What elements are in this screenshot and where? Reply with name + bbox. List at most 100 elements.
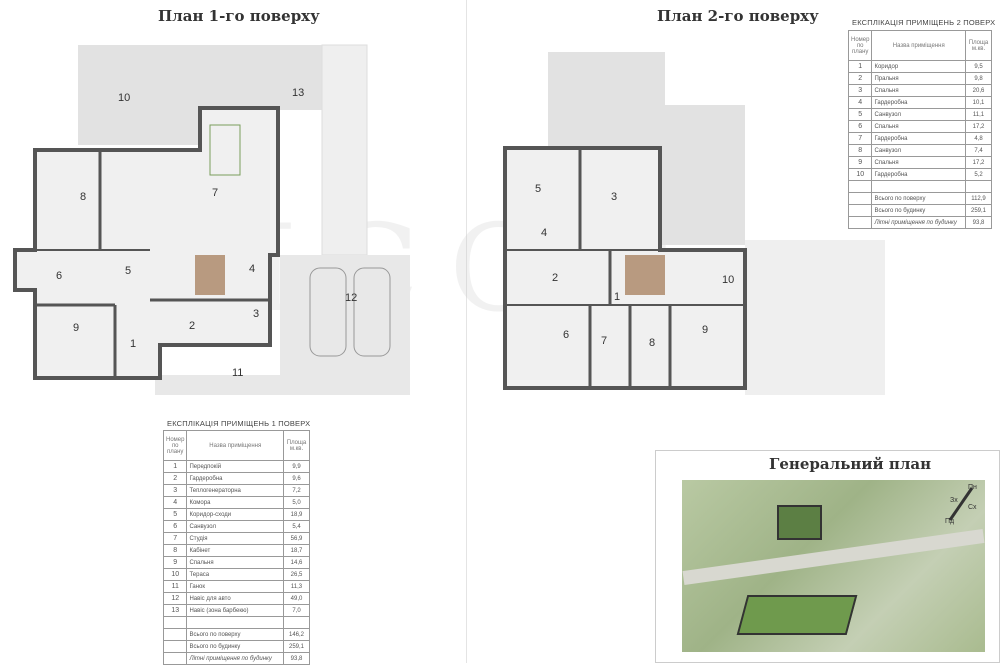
room-number: 13 <box>292 87 304 99</box>
room-number: 9 <box>702 324 708 336</box>
room-name-cell: Тераса <box>186 568 284 581</box>
area-cell: 9,5 <box>965 60 992 73</box>
total-value: 146,2 <box>283 628 310 641</box>
room-number: 8 <box>80 191 86 203</box>
table1-caption: ЕКСПЛІКАЦІЯ ПРИМІЩЕНЬ 1 ПОВЕРХ <box>167 419 311 428</box>
header-cell: Номер по плану <box>162 430 188 461</box>
room-number-cell: 10 <box>847 168 873 181</box>
room-number-cell: 10 <box>162 568 188 581</box>
total-value: 93,8 <box>965 216 992 229</box>
header-cell: Площа м.кв. <box>965 30 992 61</box>
room-number: 5 <box>125 265 131 277</box>
room-name-cell: Передпокій <box>186 460 284 473</box>
room-number-cell: 8 <box>162 544 188 557</box>
room-number: 2 <box>552 272 558 284</box>
room-number: 9 <box>73 322 79 334</box>
area-cell: 9,8 <box>965 72 992 85</box>
room-number: 8 <box>649 337 655 349</box>
room-number-cell: 2 <box>162 472 188 485</box>
area-cell: 49,0 <box>283 592 310 605</box>
room-number: 4 <box>541 227 547 239</box>
room-number-cell: 5 <box>162 508 188 521</box>
room-name-cell: Спальня <box>871 156 966 169</box>
total-label: Всього по поверху <box>186 628 284 641</box>
header-cell: Назва приміщення <box>186 430 284 461</box>
total-value: 259,1 <box>965 204 992 217</box>
room-number-cell: 11 <box>162 580 188 593</box>
room-name-cell: Теплогенераторна <box>186 484 284 497</box>
area-cell: 4,8 <box>965 132 992 145</box>
room-number-cell: 7 <box>162 532 188 545</box>
plan2-drawing <box>503 52 885 395</box>
room-number-cell: 6 <box>847 120 873 133</box>
room-number: 7 <box>212 187 218 199</box>
room-name-cell: Пральня <box>871 72 966 85</box>
site-plan-aerial-image <box>682 480 985 652</box>
room-number: 4 <box>249 263 255 275</box>
total-value: 112,9 <box>965 192 992 205</box>
room-number: 2 <box>189 320 195 332</box>
room-number-cell: 4 <box>162 496 188 509</box>
area-cell: 7,2 <box>283 484 310 497</box>
plan1-drawing <box>13 44 410 395</box>
page-divider <box>466 0 467 663</box>
area-cell: 14,6 <box>283 556 310 569</box>
area-cell: 7,0 <box>283 604 310 617</box>
room-number: 1 <box>130 338 136 350</box>
plan1-title: План 1-го поверху <box>158 7 320 25</box>
room-number-cell: 12 <box>162 592 188 605</box>
site-plan-title: Генеральний план <box>769 455 932 473</box>
room-name-cell: Комора <box>186 496 284 509</box>
area-cell: 11,1 <box>965 108 992 121</box>
room-number-cell: 13 <box>162 604 188 617</box>
room-name-cell: Гардеробна <box>871 96 966 109</box>
room-number: 1 <box>614 291 620 303</box>
room-name-cell: Гардеробна <box>871 132 966 145</box>
plan2-title: План 2-го поверху <box>657 7 819 25</box>
header-cell: Номер по плану <box>847 30 873 61</box>
room-number-cell: 8 <box>847 144 873 157</box>
room-number: 10 <box>722 274 734 286</box>
total-value: 259,1 <box>283 640 310 653</box>
area-cell: 17,2 <box>965 120 992 133</box>
total-label: Всього по будинку <box>871 204 966 217</box>
room-number-cell: 9 <box>162 556 188 569</box>
header-cell: Площа м.кв. <box>283 430 310 461</box>
area-cell: 20,6 <box>965 84 992 97</box>
room-number: 5 <box>535 183 541 195</box>
room-number: 10 <box>118 92 130 104</box>
area-cell: 11,3 <box>283 580 310 593</box>
header-cell: Назва приміщення <box>871 30 966 61</box>
room-name-cell: Санвузол <box>871 144 966 157</box>
area-cell: 9,6 <box>283 472 310 485</box>
room-number-cell: 6 <box>162 520 188 533</box>
total-label: Всього по будинку <box>186 640 284 653</box>
room-number-cell: 9 <box>847 156 873 169</box>
room-number: 3 <box>611 191 617 203</box>
room-name-cell: Гардеробна <box>186 472 284 485</box>
room-number-cell: 1 <box>847 60 873 73</box>
area-cell: 5,2 <box>965 168 992 181</box>
room-name-cell: Ганок <box>186 580 284 593</box>
